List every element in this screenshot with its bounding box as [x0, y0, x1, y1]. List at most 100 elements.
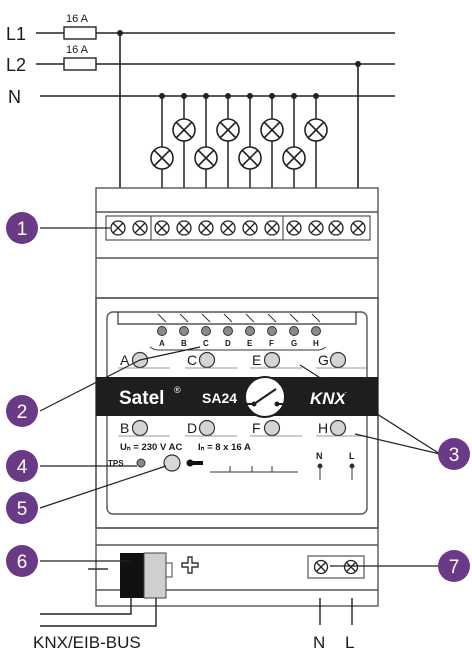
terminal-screw [328, 220, 344, 236]
lamp-icon [304, 93, 328, 188]
led-label: G [291, 339, 297, 348]
button-label: H [318, 420, 328, 436]
status-leds: A B C D E F G H [149, 313, 327, 351]
relay-strip [117, 312, 357, 325]
terminal-screw [198, 220, 214, 236]
line-n-label: N [8, 87, 21, 107]
led-label: A [159, 339, 165, 348]
output-button-g[interactable]: G [316, 351, 368, 369]
status-led [223, 326, 233, 336]
terminal-screw [132, 220, 148, 236]
led-label: H [313, 339, 319, 348]
terminal-screw [286, 220, 302, 236]
terminal-screw [350, 220, 366, 236]
bus-label: KNX/EIB-BUS [33, 633, 141, 652]
callout-number: 4 [17, 457, 28, 478]
terminal-screw [154, 220, 170, 236]
status-led [157, 326, 167, 336]
brand-mark: ® [174, 385, 181, 395]
terminal-screw [242, 220, 258, 236]
bottom-n-label: N [313, 633, 325, 652]
fuse-l1 [63, 26, 97, 40]
callout-number: 2 [17, 402, 28, 423]
led-label: B [181, 339, 187, 348]
lamp-group [150, 93, 328, 188]
callout-5: 5 [6, 492, 38, 524]
output-button-e[interactable]: E [250, 351, 302, 369]
button-label: D [187, 420, 197, 436]
led-label: F [269, 339, 274, 348]
button-label: G [318, 352, 329, 368]
output-button-f[interactable]: F [250, 419, 302, 437]
output-button-c[interactable]: C [185, 351, 237, 369]
bottom-terminal-block [307, 555, 365, 579]
callout-number: 3 [449, 445, 460, 466]
lamp-icon [260, 93, 284, 188]
callout-leaders [39, 227, 441, 567]
brand-band [96, 377, 378, 416]
callout-number: 1 [17, 219, 28, 240]
fuse-l2-label: 16 A [66, 44, 89, 56]
programming-button[interactable] [163, 454, 181, 472]
status-led [179, 326, 189, 336]
output-button-b[interactable]: B [118, 419, 170, 437]
status-led [201, 326, 211, 336]
fuse-l1-label: 16 A [66, 13, 89, 25]
status-led [311, 326, 321, 336]
term-n-label: N [316, 451, 323, 461]
callout-markers: 1 2 3 4 5 6 7 [6, 212, 470, 582]
callout-3: 3 [438, 438, 470, 470]
lamp-icon [194, 93, 218, 188]
model-name: SA24 [202, 390, 237, 406]
lamp-icon [216, 93, 240, 188]
terminal-screw [110, 220, 126, 236]
output-button-h[interactable]: H [316, 419, 368, 437]
bottom-l-label: L [345, 633, 354, 652]
tps-label: TPS [108, 459, 124, 468]
terminal-screw [264, 220, 280, 236]
led-label: E [247, 339, 253, 348]
led-label: D [225, 339, 231, 348]
terminal-screw [176, 220, 192, 236]
term-l-label: L [349, 451, 355, 461]
brand-logo: Satel [119, 388, 164, 409]
callout-7: 7 [438, 550, 470, 582]
knx-logo: KNX [310, 389, 348, 408]
manual-buttons: A C E G B D F H [118, 351, 368, 437]
callout-2: 2 [6, 395, 38, 427]
callout-number: 5 [17, 499, 28, 520]
callout-number: 7 [449, 557, 460, 578]
callout-number: 6 [17, 552, 28, 573]
line-l1-label: L1 [6, 24, 26, 44]
status-led [267, 326, 277, 336]
wrench-icon [186, 459, 203, 467]
lamp-icon [150, 93, 174, 188]
button-label: F [252, 420, 261, 436]
lamp-icon [172, 93, 196, 188]
bus-wires [40, 598, 157, 627]
plus-icon [181, 556, 199, 574]
callout-4: 4 [6, 450, 38, 482]
button-label: C [187, 352, 197, 368]
fuse-l2 [63, 57, 97, 71]
button-label: B [120, 420, 129, 436]
led-label: C [203, 339, 209, 348]
top-terminal-block [105, 215, 371, 241]
line-l2-label: L2 [6, 55, 26, 75]
status-led [289, 326, 299, 336]
button-label: E [252, 352, 261, 368]
lamp-icon [238, 93, 262, 188]
button-label: A [120, 352, 130, 368]
status-led [245, 326, 255, 336]
terminal-screw [220, 220, 236, 236]
voltage-rating: Uₙ = 230 V AC [120, 442, 182, 453]
power-wires [319, 598, 353, 625]
callout-1: 1 [6, 212, 38, 244]
bus-connector [88, 552, 173, 599]
switch-symbol-icon [244, 376, 286, 418]
callout-6: 6 [6, 545, 38, 577]
lamp-icon [282, 93, 306, 188]
output-button-d[interactable]: D [185, 419, 237, 437]
